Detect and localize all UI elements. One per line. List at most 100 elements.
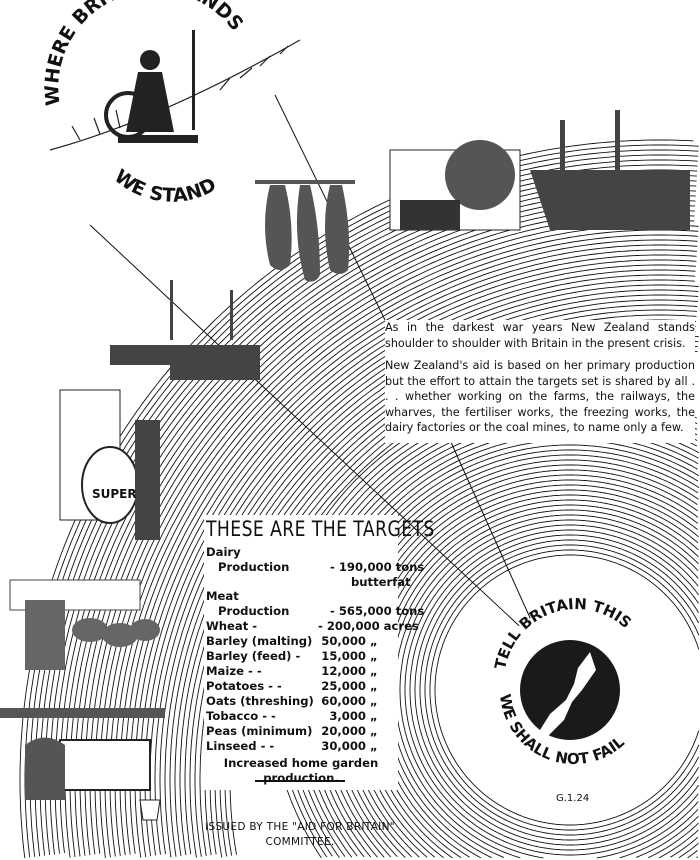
emblem-bottom-text: WE STAND	[110, 165, 220, 207]
target-item: Oats (threshing)	[206, 694, 314, 708]
arc-line	[124, 244, 698, 855]
target-item: Meat	[206, 589, 239, 603]
target-item: Linseed - -	[206, 739, 275, 753]
arc-line	[74, 194, 696, 857]
factory-machinery-illustration	[389, 140, 521, 231]
ring-line	[394, 514, 699, 859]
arc-line	[144, 264, 696, 857]
target-item: Maize - -	[206, 664, 262, 678]
ring-line	[414, 534, 699, 846]
target-value: 15,000	[321, 649, 366, 663]
poster-code: G.1.24	[556, 793, 590, 804]
target-item: Barley (feed) -	[206, 649, 301, 663]
target-value: 30,000	[321, 739, 366, 753]
ring-line	[678, 842, 699, 859]
ring-line	[424, 544, 699, 836]
ring-line	[696, 856, 699, 859]
arc-line	[94, 214, 695, 854]
ring-line	[419, 539, 699, 841]
target-row: Peas (minimum) 20,000 „	[206, 724, 396, 739]
target-unit: „	[370, 634, 378, 648]
freezing-works-meat-illustration	[255, 180, 355, 282]
ring-line	[399, 519, 699, 859]
target-unit: „	[370, 694, 378, 708]
target-item: Production	[218, 560, 290, 574]
intro-text: As in the darkest war years New Zealand …	[385, 320, 695, 443]
ring-line	[434, 554, 700, 826]
targets-title: THESE ARE THE TARGETS	[206, 517, 435, 541]
targets-list: THESE ARE THE TARGETS Dairy Production - …	[204, 515, 435, 790]
ring-line	[429, 549, 700, 831]
target-unit: „	[370, 664, 378, 678]
target-unit: „	[370, 679, 378, 693]
ring-line	[404, 524, 699, 856]
target-row-meat: Meat	[206, 589, 396, 604]
railway-train-illustration	[110, 280, 260, 380]
target-row: Tobacco - - 3,000 „	[206, 709, 396, 724]
milking-cow-illustration	[0, 708, 165, 821]
ring-line	[687, 850, 698, 859]
arc-line	[159, 279, 695, 854]
arc-line	[164, 284, 699, 858]
tell-britain-badge: TELL BRITAIN THIS WE SHALL NOT FAIL	[488, 595, 652, 772]
ring-line	[409, 529, 699, 851]
target-value: 20,000	[321, 724, 366, 738]
new-zealand-map-icon	[540, 652, 596, 736]
target-value: 3,000	[329, 709, 366, 723]
ring-line	[619, 808, 699, 859]
target-row: Maize - - 12,000 „	[206, 664, 396, 679]
arc-line	[154, 274, 696, 855]
ring-line	[670, 836, 699, 858]
intro-paragraph-2: New Zealand's aid is based on her primar…	[385, 359, 695, 434]
target-item: Tobacco - -	[206, 709, 276, 723]
arc-line	[174, 294, 699, 856]
target-item: Wheat -	[206, 619, 258, 633]
target-unit: „	[370, 739, 378, 753]
target-row: Barley (feed) - 15,000 „	[206, 649, 396, 664]
target-item: Production	[218, 604, 290, 618]
arc-line	[184, 304, 698, 855]
arc-line	[149, 269, 696, 856]
target-unit: „	[370, 724, 378, 738]
arc-line	[119, 239, 698, 856]
target-row: Oats (threshing) 60,000 „	[206, 694, 396, 709]
target-row: Barley (malting)50,000„	[206, 634, 396, 649]
ring-line	[389, 509, 699, 858]
issued-by: ISSUED BY THE "AID FOR BRITAIN" COMMITTE…	[205, 821, 395, 848]
target-unit: „	[370, 709, 378, 723]
arc-line	[129, 249, 698, 854]
arc-line	[104, 224, 699, 858]
ship-wharf-illustration	[530, 110, 690, 230]
target-item: Peas (minimum)	[206, 724, 313, 738]
intro-paragraph-1: As in the darkest war years New Zealand …	[385, 321, 695, 350]
super-sack-label: SUPER	[92, 487, 137, 501]
target-row-dairy: Dairy	[206, 545, 396, 560]
arc-line	[169, 289, 699, 857]
arc-line	[134, 254, 697, 858]
target-value: - 200,000	[318, 619, 380, 633]
target-item: Dairy	[206, 545, 241, 559]
ring-line	[379, 499, 699, 859]
arc-line	[79, 199, 696, 856]
farmer-sheep-illustration	[9, 579, 160, 670]
ring-line	[658, 829, 699, 859]
target-unit: tons	[395, 604, 425, 618]
target-unit: butterfat	[351, 575, 411, 589]
target-value: - 565,000	[330, 604, 392, 618]
ring-line	[647, 822, 699, 859]
target-unit: „	[370, 649, 378, 663]
ring-line	[384, 504, 699, 859]
target-value: 50,000	[321, 634, 366, 648]
target-row: Linseed - - 30,000 „	[206, 739, 396, 754]
target-value: 12,000	[321, 664, 366, 678]
target-value: 60,000	[321, 694, 366, 708]
arc-line	[109, 229, 699, 857]
target-unit: tons	[395, 560, 425, 574]
target-value: - 190,000	[330, 560, 392, 574]
